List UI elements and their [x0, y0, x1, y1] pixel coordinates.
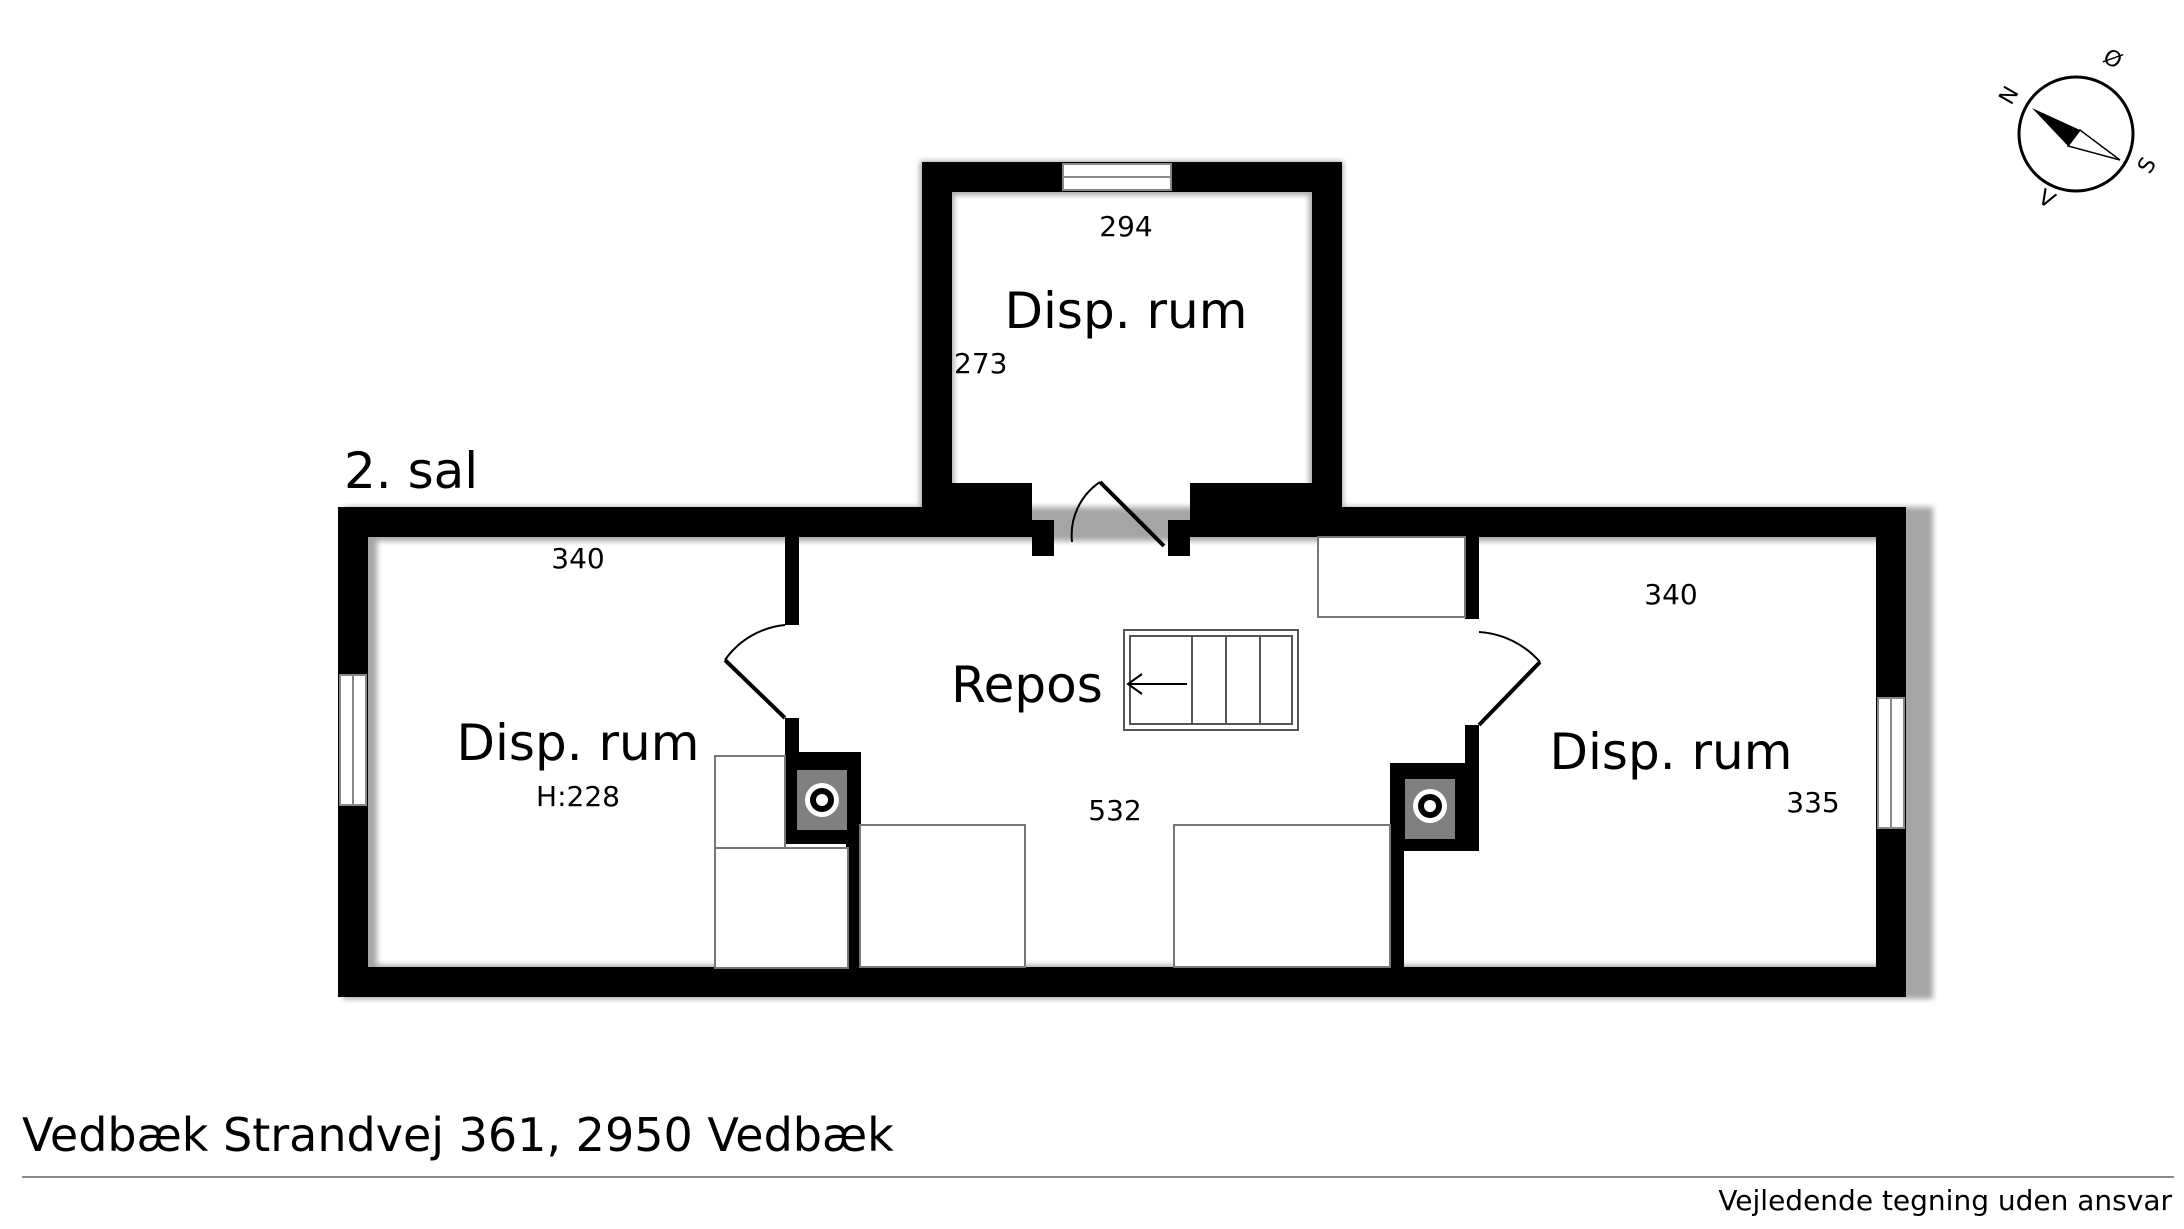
disclaimer: Vejledende tegning uden ansvar — [1718, 1184, 2172, 1217]
door-left-room — [723, 624, 787, 720]
interior-walls — [785, 537, 1479, 967]
compass-needle-north — [2032, 108, 2080, 146]
compass-west: V — [2033, 185, 2059, 214]
doors — [723, 480, 1542, 727]
right-room-name: Disp. rum — [1550, 723, 1793, 781]
left-room-height: H:228 — [536, 780, 620, 813]
center-room-dim: 532 — [1088, 794, 1141, 827]
compass-east: Ø — [2098, 44, 2126, 74]
top-room-name: Disp. rum — [1005, 282, 1248, 340]
compass-south: S — [2133, 153, 2162, 178]
left-room-name: Disp. rum — [457, 714, 700, 772]
divider — [22, 1176, 2174, 1178]
door-right-room — [1477, 631, 1542, 727]
compass-north: N — [1995, 82, 2025, 109]
left-room-width: 340 — [551, 542, 604, 575]
address: Vedbæk Strandvej 361, 2950 Vedbæk — [22, 1108, 894, 1162]
stair — [1123, 629, 1299, 731]
cabinets — [714, 536, 1466, 969]
compass: N Ø S V — [1995, 44, 2162, 214]
top-room-depth: 273 — [954, 347, 1007, 380]
top-room-width: 294 — [1099, 210, 1152, 243]
floor-label: 2. sal — [344, 442, 478, 500]
chimney-right — [1390, 763, 1479, 851]
chimney-left — [785, 752, 861, 844]
center-room-name: Repos — [951, 656, 1103, 714]
door-top-room — [1070, 480, 1166, 548]
windows — [339, 163, 1905, 829]
right-room-side: 335 — [1786, 786, 1839, 819]
right-room-width: 340 — [1644, 578, 1697, 611]
top-room-wall — [952, 483, 1312, 556]
compass-needle-south — [2066, 128, 2121, 161]
